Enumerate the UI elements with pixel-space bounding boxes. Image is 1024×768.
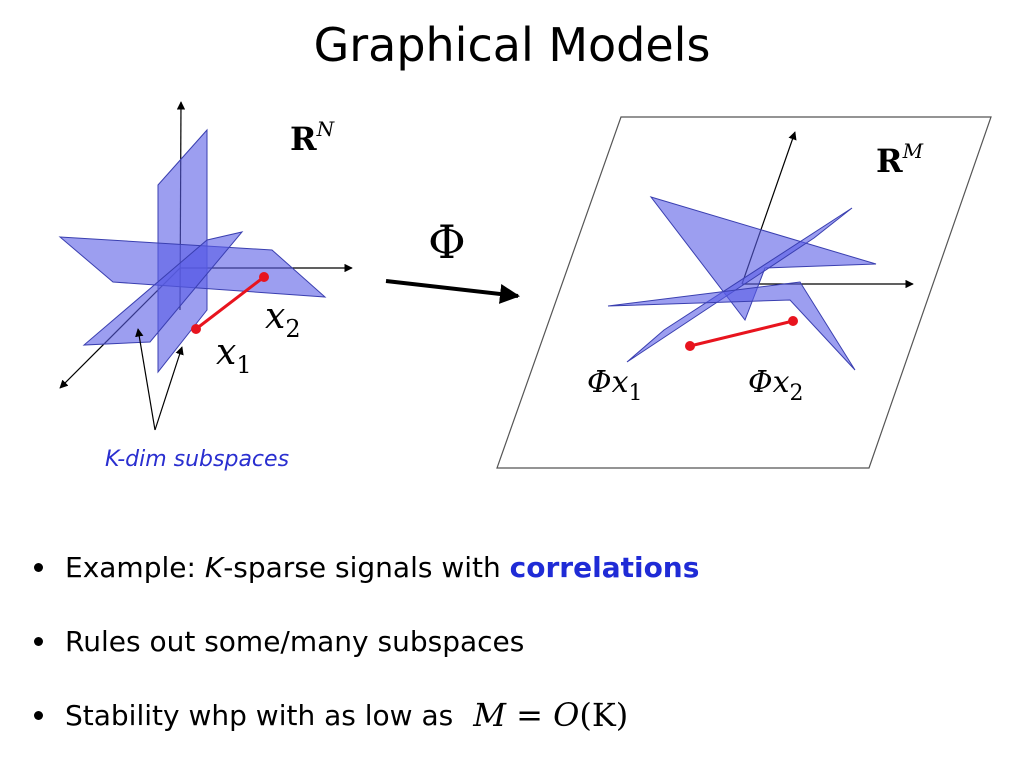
space-label-rn: RN (290, 117, 336, 158)
pointer-arrow (135, 328, 156, 431)
projected-subspace-plane (626, 207, 853, 363)
bullet-item: Stability whp with as low as M = O(K) (34, 678, 699, 752)
slide-title: Graphical Models (313, 18, 711, 72)
signal-point-x1 (191, 324, 201, 334)
signal-segment (195, 275, 265, 331)
label-x2: x2 (265, 296, 301, 343)
bullet-item: Rules out some/many subspaces (34, 604, 699, 678)
projected-point-x1 (685, 341, 695, 351)
bullet-dot (34, 636, 43, 646)
bullet-dot (34, 562, 43, 572)
space-label-rm: RM (876, 139, 924, 180)
label-phi-x1: Φx1 (587, 365, 643, 406)
mapping-group: Φ (385, 215, 520, 304)
left-space-group: RN x2 x1 K-dim subspaces (58, 101, 353, 472)
subspace-plane (82, 231, 244, 346)
bullet-text: Rules out some/many subspaces (65, 624, 525, 658)
map-arrow (385, 279, 520, 304)
subspace-projection-diagram: RN x2 x1 K-dim subspaces Φ RM Φx1 Φx2 (58, 101, 992, 472)
right-space-group: RM Φx1 Φx2 (496, 116, 992, 469)
subspaces-label: K-dim subspaces (105, 447, 289, 472)
projected-segment (689, 319, 794, 348)
bullet-dot (34, 710, 43, 720)
bullet-text: Example: K-sparse signals with correlati… (65, 550, 700, 584)
projected-subspace-plane (607, 281, 856, 371)
bullet-text: Stability whp with as low as (65, 698, 454, 732)
signal-point-x2 (259, 272, 269, 282)
math-expression: M = O(K) (473, 696, 629, 734)
bullet-list: Example: K-sparse signals with correlati… (34, 530, 699, 752)
label-x1: x1 (216, 332, 252, 379)
projected-point-x2 (788, 316, 798, 326)
pointer-arrow (154, 346, 184, 431)
map-symbol-phi: Φ (428, 215, 466, 269)
bullet-item: Example: K-sparse signals with correlati… (34, 530, 699, 604)
emphasis-correlations: correlations (509, 550, 700, 584)
label-phi-x2: Φx2 (748, 365, 804, 406)
